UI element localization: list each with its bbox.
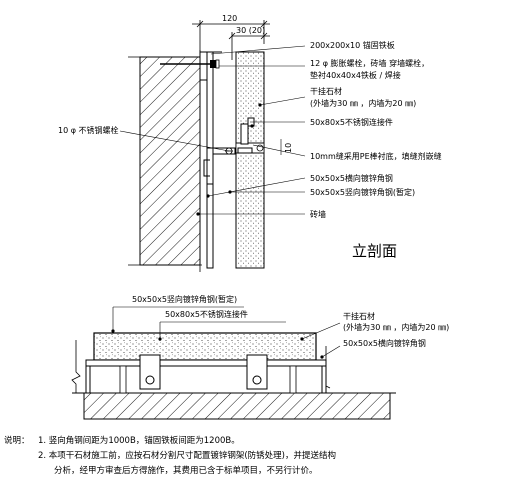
plan-label-horizontal-angle: 50x50x5横向镀锌角钢 (343, 338, 426, 348)
notes: 说明： 1. 竖向角钢间距为1000B，锚固铁板间距为1200B。 2. 本项干… (4, 435, 336, 476)
plan-label-vertical-angle: 50x50x5竖向镀锌角钢(暂定) (132, 294, 237, 304)
leader-lines (119, 45, 306, 215)
plan-label-stone-line2: (外墙为30 ㎜ ，内墙为20 ㎜) (343, 322, 449, 332)
top-dimension (192, 20, 270, 70)
plan-connector-left (139, 354, 161, 390)
plan-label-steel-connector: 50x80x5不锈钢连接件 (165, 309, 248, 319)
note-2-line1: 2. 本项干石材施工前，应按石材分割尺寸配置镀锌钢架(防锈处理)，并提送结构 (38, 450, 336, 461)
note-1: 1. 竖向角钢间距为1000B，锚固铁板间距为1200B。 (38, 435, 240, 446)
plan-base-wall (83, 392, 391, 420)
plan-stone-panel (93, 332, 317, 361)
label-ss-bolt: 10 φ 不锈钢螺栓 (58, 125, 119, 135)
dimension-gap: 30 (20) (236, 26, 265, 35)
note-2-line2: 分析，经甲方审查后方得施作，其费用已含于标单项目，不另行计价。 (54, 465, 318, 476)
brick-wall (139, 56, 201, 266)
label-joint: 10mm缝采用PE棒衬底，填缝剂嵌缝 (310, 151, 442, 161)
plan-leader-lines (112, 306, 341, 358)
label-bolt-line2: 垫衬40x40x4铁板 / 焊接 (310, 70, 401, 80)
plan-connector-right (246, 354, 268, 390)
label-stone-line1: 干挂石材 (310, 86, 342, 96)
horizontal-angle-steel (203, 147, 236, 185)
label-vertical-angle: 50x50x5竖向镀锌角钢(暂定) (310, 187, 415, 197)
joint-dim-label: 10 (284, 143, 293, 153)
label-bolt-line1: 12 φ 膨胀螺栓，砖墙 穿墙螺栓， (310, 58, 429, 68)
label-stone-line2: (外墙为30 ㎜ ，内墙为20 ㎜) (310, 98, 416, 108)
notes-prefix: 说明： (4, 435, 30, 446)
label-horizontal-angle: 50x50x5横向镀锌角钢 (310, 173, 393, 183)
dimension-total: 120 (222, 14, 237, 23)
plan-section: 50x50x5竖向镀锌角钢(暂定) 50x80x5不锈钢连接件 干挂石材 (外墙… (71, 294, 449, 420)
plan-label-stone-line1: 干挂石材 (343, 311, 375, 321)
label-brick-wall: 砖墙 (310, 209, 326, 219)
anchor-plate (199, 51, 208, 81)
label-anchor-plate: 200x200x10 锚固铁板 (310, 40, 395, 50)
elevation-title: 立剖面 (352, 242, 397, 260)
plan-break-left (71, 340, 81, 393)
elevation-section: 120 30 (20) (58, 14, 442, 272)
stone-cladding (235, 51, 265, 269)
plan-break-right (325, 346, 331, 389)
label-steel-connector: 50x80x5不锈钢连接件 (310, 117, 393, 127)
plan-horizontal-angle (85, 359, 327, 367)
